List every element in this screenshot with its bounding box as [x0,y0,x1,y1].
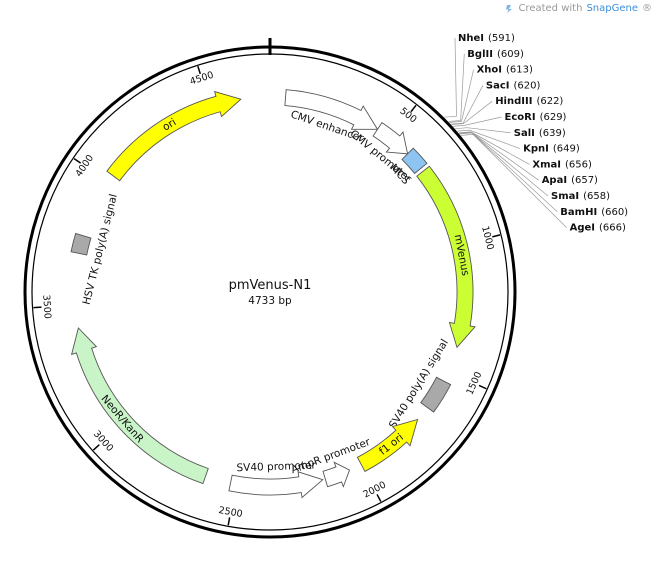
snapgene-logo-icon [506,4,513,13]
feature-mcs [401,147,428,175]
feature-cmv-promoter [372,122,409,155]
site-position-nhei: (591) [488,33,515,44]
credit-mark: ® [642,3,652,14]
feature-f1-ori [356,418,419,473]
site-position-saci: (620) [514,80,541,91]
site-label-kpni: KpnI (649) [523,144,580,155]
feature-label-sv40-promoter: SV40 promoter [236,459,316,474]
feature-hsv-tk-polya [70,232,92,256]
site-name-agei: AgeI [570,223,595,234]
site-position-sali: (639) [539,128,566,139]
credit-prefix: Created with [518,3,583,14]
site-name-hindiii: HindIII [495,96,532,107]
tick-mark-2500 [227,517,231,526]
tick-mark-500 [410,104,417,113]
site-label-bglii: BglII (609) [467,49,524,60]
site-leader-smai [459,132,549,197]
site-position-ecori: (629) [540,112,567,123]
tick-mark-4500 [197,66,202,75]
feature-ori [106,90,242,182]
site-leader-apai [459,131,539,181]
site-label-ecori: EcoRI (629) [505,112,567,123]
site-leader-nhei [444,37,457,118]
site-label-smai: SmaI (658) [551,191,610,202]
site-label-nhei: NheI (591) [458,33,515,44]
site-position-bamhi: (660) [601,207,628,218]
site-position-bglii: (609) [497,49,524,60]
tick-label-2000: 2000 [361,479,388,500]
feature-cmv-enhancer [284,89,379,130]
site-name-bamhi: BamHI [560,207,597,218]
plasmid-length: 4733 bp [248,295,292,307]
tick-label-1500: 1500 [465,370,485,397]
feature-sv40-promoter [228,471,324,499]
tick-mark-1000 [492,234,501,238]
site-leader-sali [455,127,511,134]
site-leader-ecori [453,116,502,127]
tick-label-1000: 1000 [479,225,496,251]
feature-sv40-polya [420,376,452,413]
tick-mark-3000 [92,444,100,451]
site-position-agei: (666) [599,223,626,234]
site-leader-kpni [457,129,521,149]
plasmid-backbone [23,38,517,539]
plasmid-name: pmVenus-N1 [229,278,312,293]
tick-mark-1500 [478,384,487,390]
restriction-sites: NheI (591) BglII (609) XhoI (613) SacI (620) Hin… [444,33,628,234]
site-leader-saci [451,85,484,125]
site-label-agei: AgeI (666) [570,223,626,234]
site-position-apai: (657) [571,175,598,186]
site-label-hindiii: HindIII (622) [495,96,563,107]
site-leader-xhoi [449,69,474,123]
feature-neor-kanr [70,327,209,485]
site-name-apai: ApaI [542,175,567,186]
site-position-kpni: (649) [553,144,580,155]
tick-label-2500: 2500 [218,505,244,520]
site-label-bamhi: BamHI (660) [560,207,628,218]
site-leader-agei [460,134,567,228]
snapgene-credit: Created with SnapGene ® [504,3,652,14]
tick-label-500: 500 [397,106,418,126]
tick-mark-2000 [376,494,382,502]
feature-ampr-promoter [322,461,351,488]
site-name-smai: SmaI [551,191,579,202]
credit-brand: SnapGene [586,3,638,14]
site-leader-bamhi [459,132,558,213]
site-position-xmai: (656) [565,159,592,170]
site-label-saci: SacI (620) [486,80,541,91]
site-leader-bglii [448,53,465,122]
site-position-hindiii: (622) [536,96,563,107]
site-name-xmai: XmaI [532,159,561,170]
tick-mark-3500 [33,306,42,309]
site-position-smai: (658) [583,191,610,202]
site-name-kpni: KpnI [523,144,549,155]
feature-mvenus [416,165,476,349]
site-leader-hindiii [451,100,493,125]
site-name-ecori: EcoRI [505,112,536,123]
site-name-saci: SacI [486,80,510,91]
site-name-sali: SalI [514,128,535,139]
tick-label-3500: 3500 [40,294,53,319]
site-name-bglii: BglII [467,49,493,60]
site-label-apai: ApaI (657) [542,175,598,186]
site-position-xhoi: (613) [506,65,533,76]
tick-mark-4000 [73,158,82,164]
site-label-xmai: XmaI (656) [532,159,592,170]
site-label-xhoi: XhoI (613) [477,65,533,76]
site-name-nhei: NheI [458,33,484,44]
tick-label-4000: 4000 [73,153,96,179]
tick-label-4500: 4500 [189,70,215,88]
site-label-sali: SalI (639) [514,128,566,139]
tick-label-3000: 3000 [91,429,115,454]
site-name-xhoi: XhoI [477,65,502,76]
